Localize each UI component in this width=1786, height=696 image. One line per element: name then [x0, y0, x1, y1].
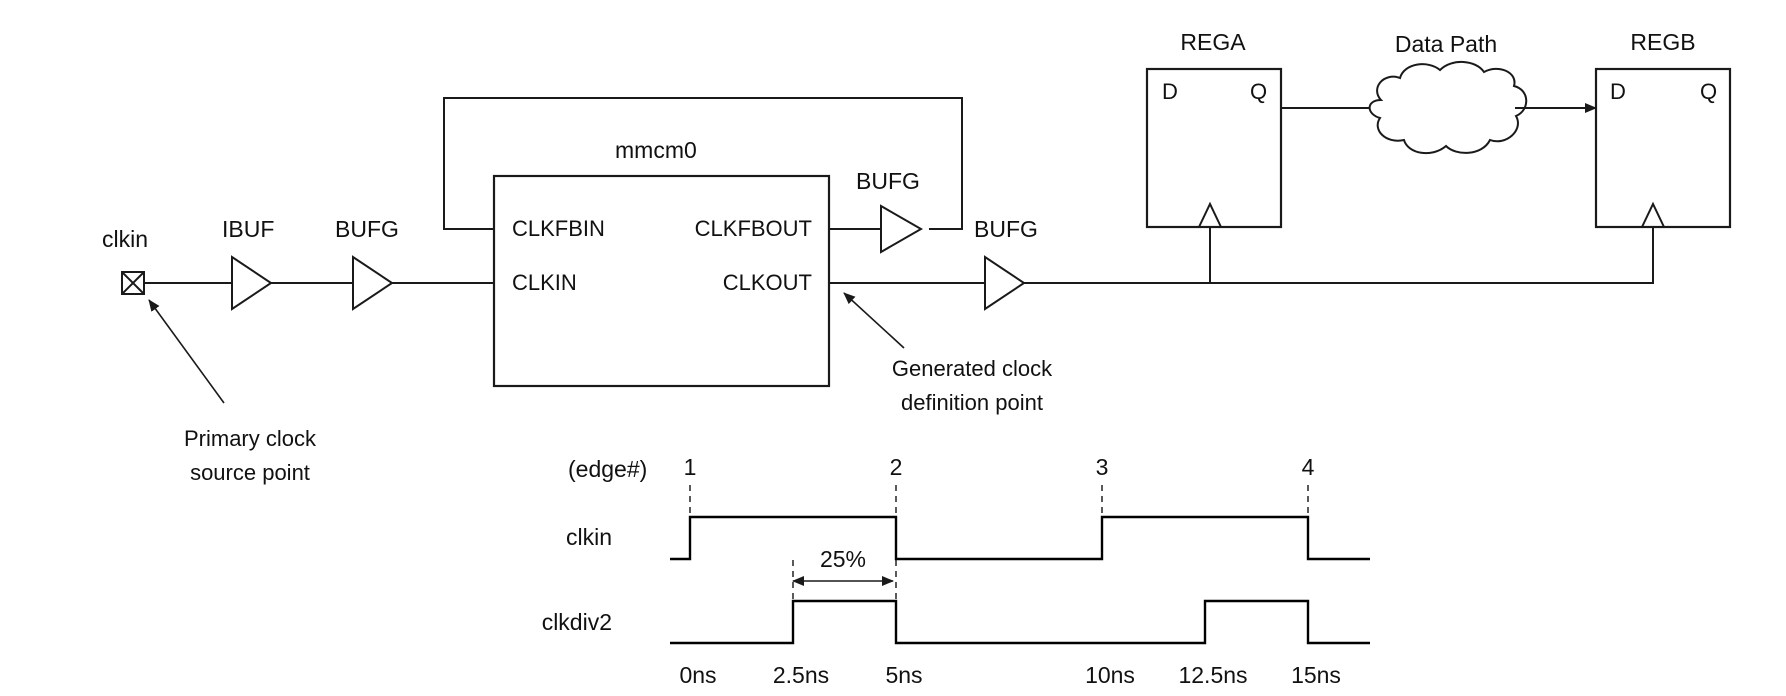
- regb-register: [1594, 67, 1732, 229]
- clkfbout-pin: CLKFBOUT: [695, 216, 812, 241]
- generated-clock-arrow: [843, 292, 905, 349]
- time-tick-label: 2.5ns: [773, 662, 829, 688]
- clock-net-wire: [1024, 224, 1654, 284]
- clkdiv2-signal-label: clkdiv2: [542, 609, 612, 635]
- time-tick-label: 5ns: [885, 662, 922, 688]
- rega-label: REGA: [1180, 29, 1246, 55]
- rega-clock-triangle-icon: [1198, 201, 1222, 228]
- regb-d-pin: D: [1610, 79, 1626, 104]
- mmcm-label: mmcm0: [615, 137, 697, 163]
- clkin-port-icon: [121, 271, 145, 295]
- clkin-waveform-line: [670, 515, 1370, 561]
- generated-clock-note-line2: definition point: [901, 390, 1043, 415]
- clkdiv2-waveform-line: [670, 599, 1370, 645]
- bufg-out-icon: [984, 255, 1026, 311]
- time-tick-label: 15ns: [1291, 662, 1341, 688]
- rega-register: [1145, 67, 1283, 229]
- mmcm-block: [492, 174, 831, 388]
- regb-clock-triangle-icon: [1641, 201, 1665, 228]
- edge-number-label: 4: [1302, 454, 1315, 480]
- bufg-feedback-label: BUFG: [856, 168, 920, 194]
- bufg-label: BUFG: [335, 216, 399, 242]
- timing-waveform: (edge#) clkin clkdiv2 25% 1 2 3 4 0ns 2.5ns 5n…: [542, 454, 1370, 688]
- clkin-port-label: clkin: [102, 226, 148, 252]
- primary-clock-note-line2: source point: [190, 460, 310, 485]
- bufg-icon: [352, 255, 394, 311]
- primary-clock-note-line1: Primary clock: [184, 426, 317, 451]
- edge-number-label: 3: [1096, 454, 1109, 480]
- time-tick-label: 0ns: [679, 662, 716, 688]
- clkin-pin: CLKIN: [512, 270, 577, 295]
- data-path-cloud-icon: [1368, 61, 1528, 155]
- edge-number-label: 1: [684, 454, 697, 480]
- data-path-label: Data Path: [1395, 31, 1497, 57]
- edge-number-label: 2: [890, 454, 903, 480]
- generated-clock-note-line1: Generated clock: [892, 356, 1053, 381]
- rega-q-pin: Q: [1250, 79, 1267, 104]
- clkin-signal-label: clkin: [566, 524, 612, 550]
- clkfbin-pin: CLKFBIN: [512, 216, 605, 241]
- duty-label: 25%: [820, 546, 866, 572]
- edge-header-label: (edge#): [568, 456, 647, 482]
- primary-clock-arrow: [148, 299, 225, 404]
- regb-q-pin: Q: [1700, 79, 1717, 104]
- time-tick-label: 10ns: [1085, 662, 1135, 688]
- rega-d-pin: D: [1162, 79, 1178, 104]
- time-tick-label: 12.5ns: [1178, 662, 1247, 688]
- ibuf-icon: [231, 255, 273, 311]
- feedback-loop-wire: [443, 97, 963, 230]
- bufg-feedback-icon: [880, 204, 924, 254]
- regb-label: REGB: [1630, 29, 1695, 55]
- clkout-pin: CLKOUT: [723, 270, 812, 295]
- ibuf-label: IBUF: [222, 216, 274, 242]
- bufg-out-label: BUFG: [974, 216, 1038, 242]
